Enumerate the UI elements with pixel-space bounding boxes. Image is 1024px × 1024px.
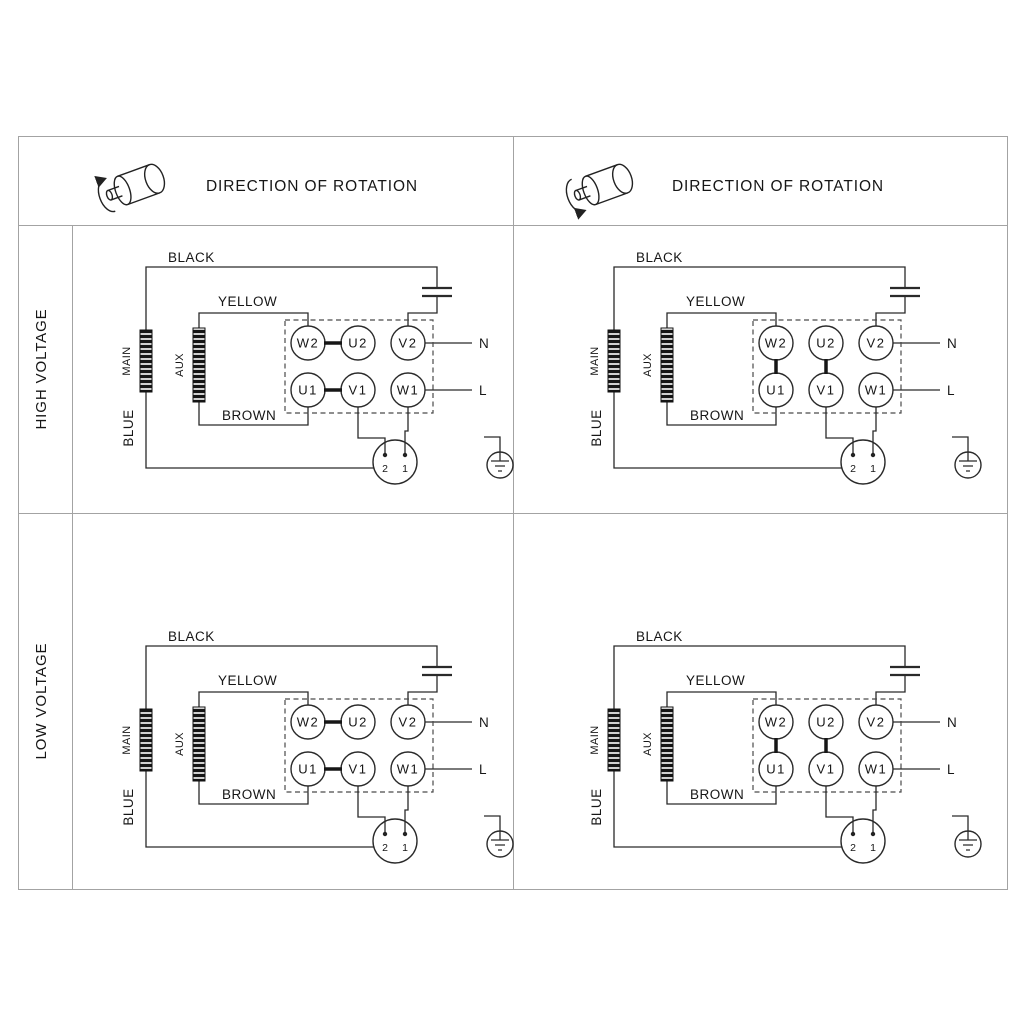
terminal-links-low-left (324, 720, 342, 771)
motor-rotation-ccw-icon (94, 160, 169, 213)
quadrant-low-voltage-left (119, 627, 515, 865)
quadrant-high-voltage-left (119, 248, 515, 486)
direction-of-rotation-title-right: DIRECTION OF ROTATION (672, 178, 884, 195)
header-left-cell: DIRECTION OF ROTATION (94, 160, 418, 213)
direction-of-rotation-title-left: DIRECTION OF ROTATION (206, 178, 418, 195)
row-label-low-voltage: LOW VOLTAGE (33, 643, 50, 760)
row-label-high-voltage: HIGH VOLTAGE (33, 308, 50, 429)
table-grid (18, 136, 1008, 890)
header-right-cell: DIRECTION OF ROTATION (565, 160, 884, 220)
motor-rotation-cw-icon (565, 160, 637, 220)
terminal-links-high-right (774, 359, 828, 374)
quadrant-low-voltage-right (587, 627, 983, 865)
terminal-links-low-right (774, 738, 828, 753)
quadrant-high-voltage-right (587, 248, 983, 486)
terminal-links-high-left (324, 341, 342, 392)
